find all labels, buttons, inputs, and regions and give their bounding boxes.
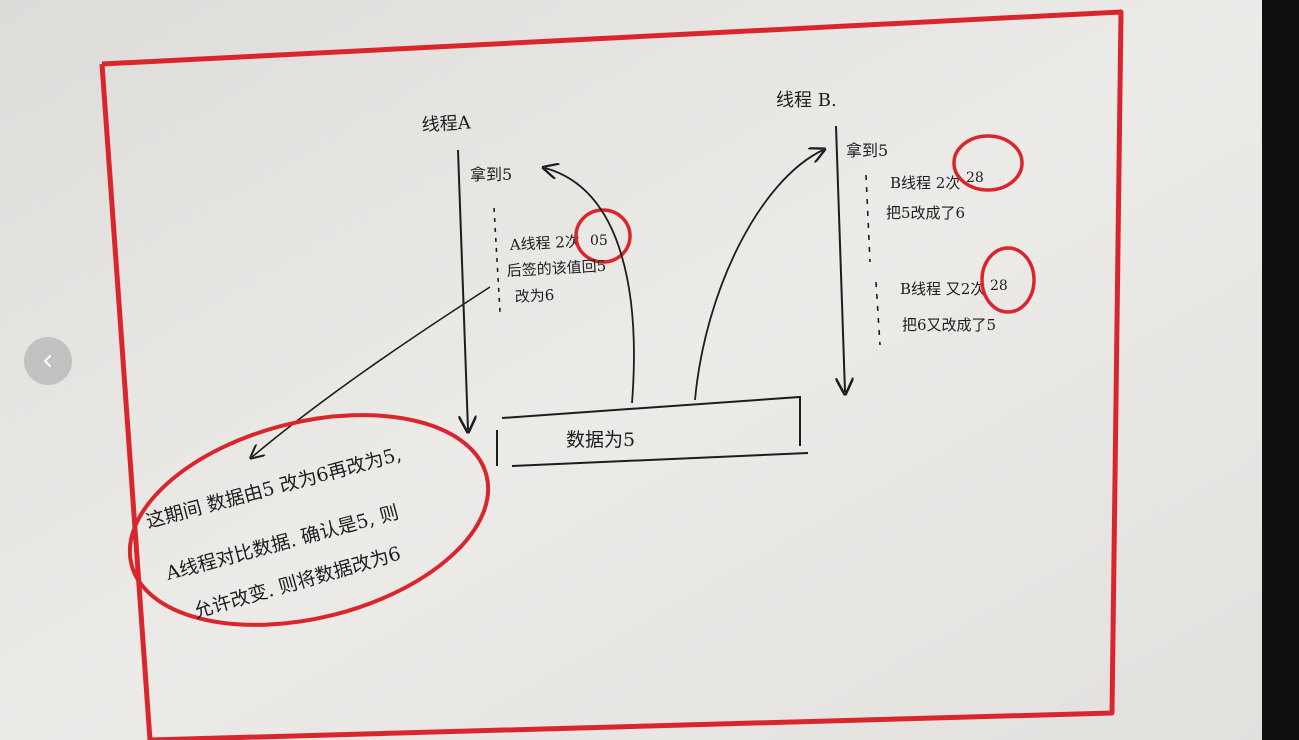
thread-a-title: 线程A bbox=[421, 112, 472, 136]
previous-image-button[interactable] bbox=[24, 337, 72, 385]
table-edge bbox=[1262, 0, 1299, 740]
thread-b-step2-line1: B线程 又2次 bbox=[900, 280, 985, 298]
thread-b-wait-dashes-2 bbox=[875, 281, 881, 346]
thread-a-line3: 改为6 bbox=[514, 286, 554, 306]
red-frame bbox=[99, 9, 1124, 740]
arrow-thread-a-to-note bbox=[252, 286, 491, 457]
thread-a-timeline bbox=[457, 149, 468, 430]
thread-b-wait-dashes-1 bbox=[865, 174, 871, 263]
thread-b-step2-circle bbox=[980, 246, 1036, 314]
thread-a-line1: A线程 2次 bbox=[508, 232, 580, 254]
thread-b: 线程 B. 拿到5 B线程 2次 28 把5改成了6 B线程 又2次 28 把6… bbox=[776, 90, 1036, 392]
thread-a-read-label: 拿到5 bbox=[470, 165, 512, 184]
thread-b-timeline bbox=[835, 125, 845, 392]
thread-b-title: 线程 B. bbox=[776, 90, 837, 111]
note-circle bbox=[127, 413, 491, 627]
thread-a-highlight: 05 bbox=[590, 233, 608, 249]
data-box: 数据为5 bbox=[496, 395, 809, 467]
thread-a-highlight-circle bbox=[574, 208, 632, 264]
thread-b-step2-highlight: 28 bbox=[990, 278, 1008, 294]
thread-b-step1-highlight: 28 bbox=[966, 170, 984, 186]
chevron-left-icon bbox=[44, 355, 51, 367]
thread-b-step1-circle bbox=[952, 134, 1024, 192]
thread-b-step1-line2: 把5改成了6 bbox=[886, 204, 965, 222]
arrow-data-to-thread-b bbox=[694, 150, 823, 401]
thread-b-step1-line1: B线程 2次 bbox=[890, 174, 960, 192]
thread-a-line2: 后签的该值回5 bbox=[506, 257, 606, 280]
thread-b-read-label: 拿到5 bbox=[846, 141, 888, 160]
arrow-data-to-thread-a bbox=[545, 168, 635, 404]
thread-a: 线程A 拿到5 A线程 2次 05 后签的该值回5 改为6 bbox=[421, 112, 632, 430]
data-box-outline bbox=[496, 395, 809, 467]
thread-b-step2-line2: 把6又改成了5 bbox=[902, 316, 996, 334]
thread-a-wait-dashes bbox=[493, 207, 501, 313]
data-box-label: 数据为5 bbox=[566, 429, 635, 451]
